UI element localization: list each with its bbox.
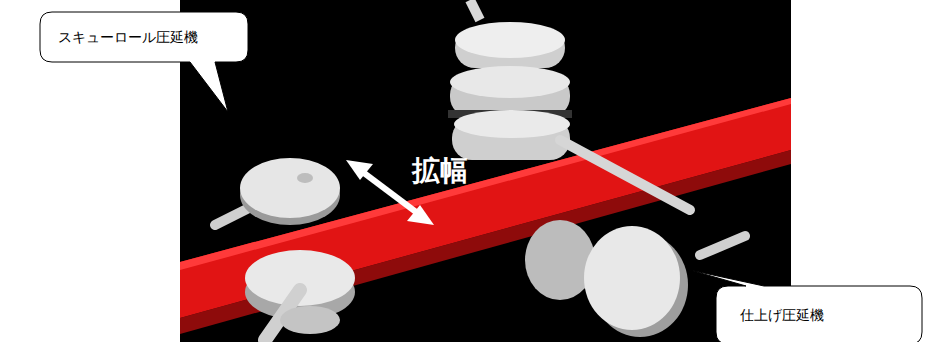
widening-label: 拡幅 <box>412 152 468 190</box>
bubble-shape <box>690 270 922 342</box>
strip-highlight <box>180 98 791 270</box>
red-strip <box>180 98 791 318</box>
callout-text: スキューロール圧延機 <box>58 29 198 46</box>
callout-bubble: スキューロール圧延機 <box>40 12 248 62</box>
finishing-mill-side-roll <box>525 220 745 337</box>
callout-bubble: 仕上げ圧延機 <box>716 286 922 342</box>
callout-text: 仕上げ圧延機 <box>740 307 824 324</box>
skew-roll-upper <box>215 158 340 225</box>
bubble-shape <box>40 12 248 112</box>
black-ground <box>180 0 791 342</box>
finishing-mill-upper <box>448 0 690 210</box>
skew-roll-lower <box>245 250 355 340</box>
